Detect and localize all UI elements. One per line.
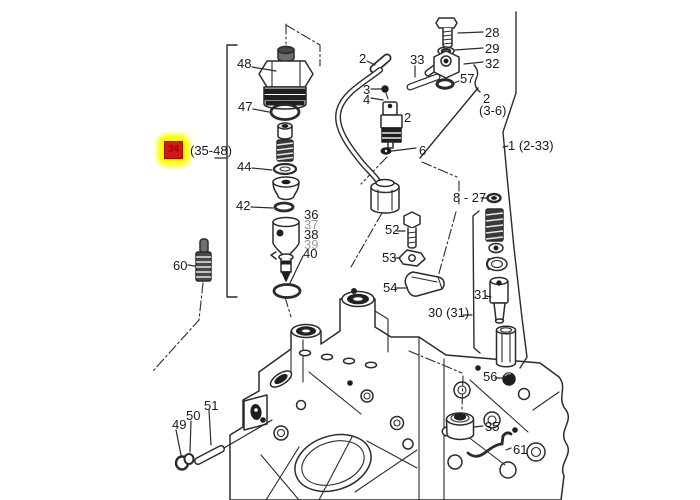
callout-54: 54 [383, 280, 398, 295]
callout-44: 44 [237, 159, 252, 174]
part-28-bolt [436, 18, 457, 48]
callout-30-31: 30 (31) [428, 305, 470, 320]
callout-60: 60 [173, 258, 188, 273]
part-52-bolt [404, 212, 420, 248]
bracket-2-3-6 [474, 65, 480, 92]
callout-50: 50 [186, 408, 201, 423]
highlight-marker[interactable]: 34 (35-48) [163, 140, 232, 160]
part-2-injector [381, 102, 402, 148]
part-spring-left [277, 140, 293, 161]
group-brackets [227, 12, 527, 368]
part-32-joint-block [428, 51, 459, 78]
callout-32: 32 [485, 56, 500, 71]
part-53-clamp [399, 250, 425, 266]
part-33-rod [410, 77, 437, 87]
callout-38: 38 [304, 227, 319, 242]
part-60-plug [196, 239, 211, 281]
callout-2-injector: 2 [404, 110, 412, 125]
callout-52: 52 [385, 222, 400, 237]
callout-2-group-range: (3-6) [479, 103, 507, 118]
part-retainer [273, 177, 299, 200]
callout-51: 51 [204, 398, 219, 413]
part-48-nozzle-holder [259, 47, 313, 110]
callout-40: 40 [303, 246, 318, 261]
callout-33: 33 [410, 52, 425, 67]
callout-42: 42 [236, 198, 251, 213]
callout-57: 57 [460, 71, 475, 86]
part-8-27-washer [488, 194, 501, 202]
centerlines [153, 24, 463, 410]
part-nozzle-assembly-36-40 [271, 218, 299, 282]
part-51-pin [198, 420, 272, 461]
part-57-washer [437, 80, 453, 88]
part-42-washer [275, 203, 293, 211]
callout-47: 47 [238, 99, 253, 114]
engine-block [230, 289, 568, 500]
part-6-washer [381, 148, 391, 154]
highlight-code[interactable]: 34 [164, 141, 183, 159]
callout-31: 31 [474, 287, 489, 302]
callout-53: 53 [382, 250, 397, 265]
callout-48: 48 [237, 56, 252, 71]
callout-1-group: 1 (2-33) [508, 138, 554, 153]
part-44-washer [274, 164, 296, 174]
leader-lines [176, 32, 511, 455]
part-spring-right [486, 209, 503, 241]
callout-8-27: 8 - 27 [453, 190, 487, 205]
part-54-bracket [405, 272, 444, 296]
part-35-cup [442, 413, 473, 439]
part-valve-washers [487, 244, 507, 271]
highlight-range: (35-48) [190, 142, 232, 158]
callout-3: 3 [363, 82, 371, 97]
part-50-washer [185, 454, 194, 464]
callout-56: 56 [483, 369, 498, 384]
callout-37: 37 [304, 217, 319, 232]
callout-4: 4 [363, 92, 371, 107]
callout-29: 29 [485, 41, 500, 56]
bracket-1-2-33 [503, 12, 527, 368]
part-spacer [278, 123, 292, 139]
part-31-valve-holder [490, 278, 508, 324]
callout-2-pipe: 2 [359, 51, 367, 66]
callout-35: 35 [485, 419, 500, 434]
part-56-nut [503, 373, 515, 385]
callout-39: 39 [304, 237, 319, 252]
part-61-clip [468, 433, 511, 456]
callout-2-group: 2 [483, 91, 491, 106]
bracket-30-31 [473, 211, 480, 353]
part-barrel [497, 326, 516, 367]
part-47-oring [271, 105, 299, 120]
callout-6: 6 [419, 143, 427, 158]
part-3-nut [382, 86, 388, 99]
callout-28: 28 [485, 25, 500, 40]
bracket-35-48 [227, 45, 237, 297]
highlight-glow: 34 [163, 140, 184, 160]
part-40-oring [274, 285, 300, 298]
callout-49: 49 [172, 417, 187, 432]
part-2-injection-pipe [338, 58, 399, 213]
callout-61: 61 [513, 442, 528, 457]
bracket-2-3-6-arm [420, 88, 478, 158]
callout-36: 36 [304, 207, 319, 222]
